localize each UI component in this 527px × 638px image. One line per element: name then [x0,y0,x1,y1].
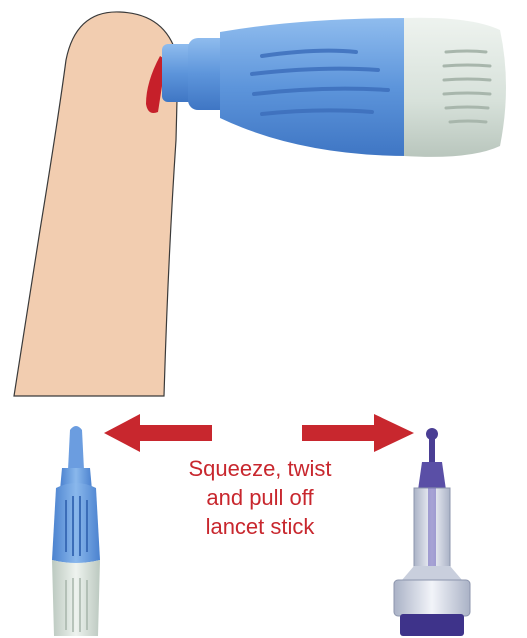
right-arrow [302,414,414,452]
instruction-line-2: and pull off [140,483,380,512]
lancet-device [162,18,506,157]
left-arrow [104,414,212,452]
instruction-line-1: Squeeze, twist [140,454,380,483]
instruction-caption: Squeeze, twist and pull off lancet stick [140,454,380,541]
lancet-stick [394,428,470,636]
lancet-body [52,426,100,636]
instruction-line-3: lancet stick [140,512,380,541]
finger [14,12,178,396]
